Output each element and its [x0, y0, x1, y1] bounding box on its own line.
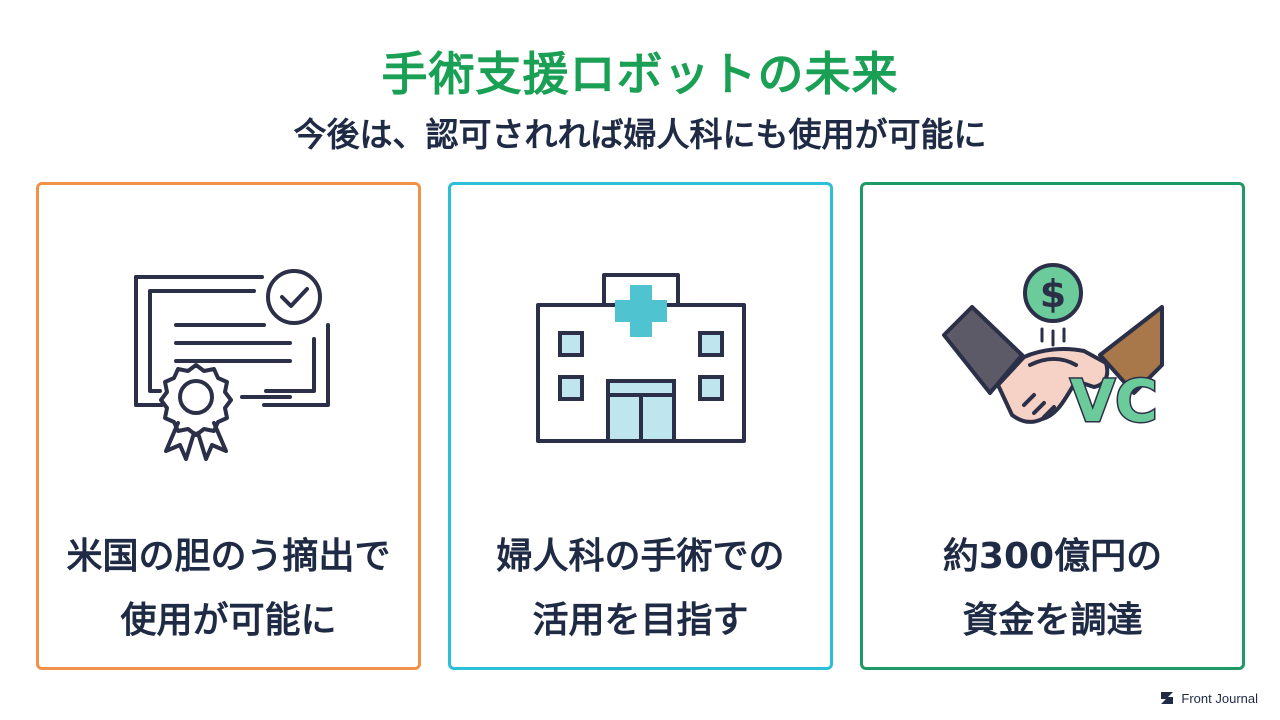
card-text-line: 使用が可能に	[120, 600, 337, 641]
card-text: 米国の胆のう摘出で 使用が可能に	[39, 525, 418, 653]
card-text-line: 米国の胆のう摘出で	[66, 536, 391, 577]
card-text: 約300億円の 資金を調達	[863, 525, 1242, 653]
handshake-vc-icon: $ VC	[863, 245, 1242, 475]
certificate-icon	[39, 245, 418, 475]
dollar-symbol: $	[1039, 272, 1065, 316]
brand-name: Front Journal	[1181, 690, 1258, 706]
brand-logo: Front Journal	[1159, 690, 1258, 706]
card-text-line: 活用を目指す	[532, 600, 749, 641]
card-text-line: 約300億円の	[942, 536, 1163, 577]
card-text: 婦人科の手術での 活用を目指す	[451, 525, 830, 653]
card-funding: $ VC 約300億円の 資金を調達	[860, 182, 1245, 670]
brand-mark-icon	[1161, 692, 1174, 704]
vc-label: VC	[1070, 367, 1157, 435]
card-gynecology: 婦人科の手術での 活用を目指す	[448, 182, 833, 670]
card-text-line: 資金を調達	[962, 600, 1143, 641]
card-approval: 米国の胆のう摘出で 使用が可能に	[36, 182, 421, 670]
page-title: 手術支援ロボットの未来	[381, 47, 899, 101]
card-text-line: 婦人科の手術での	[496, 536, 785, 577]
page-subtitle: 今後は、認可されれば婦人科にも使用が可能に	[293, 115, 987, 154]
hospital-icon	[451, 245, 830, 475]
